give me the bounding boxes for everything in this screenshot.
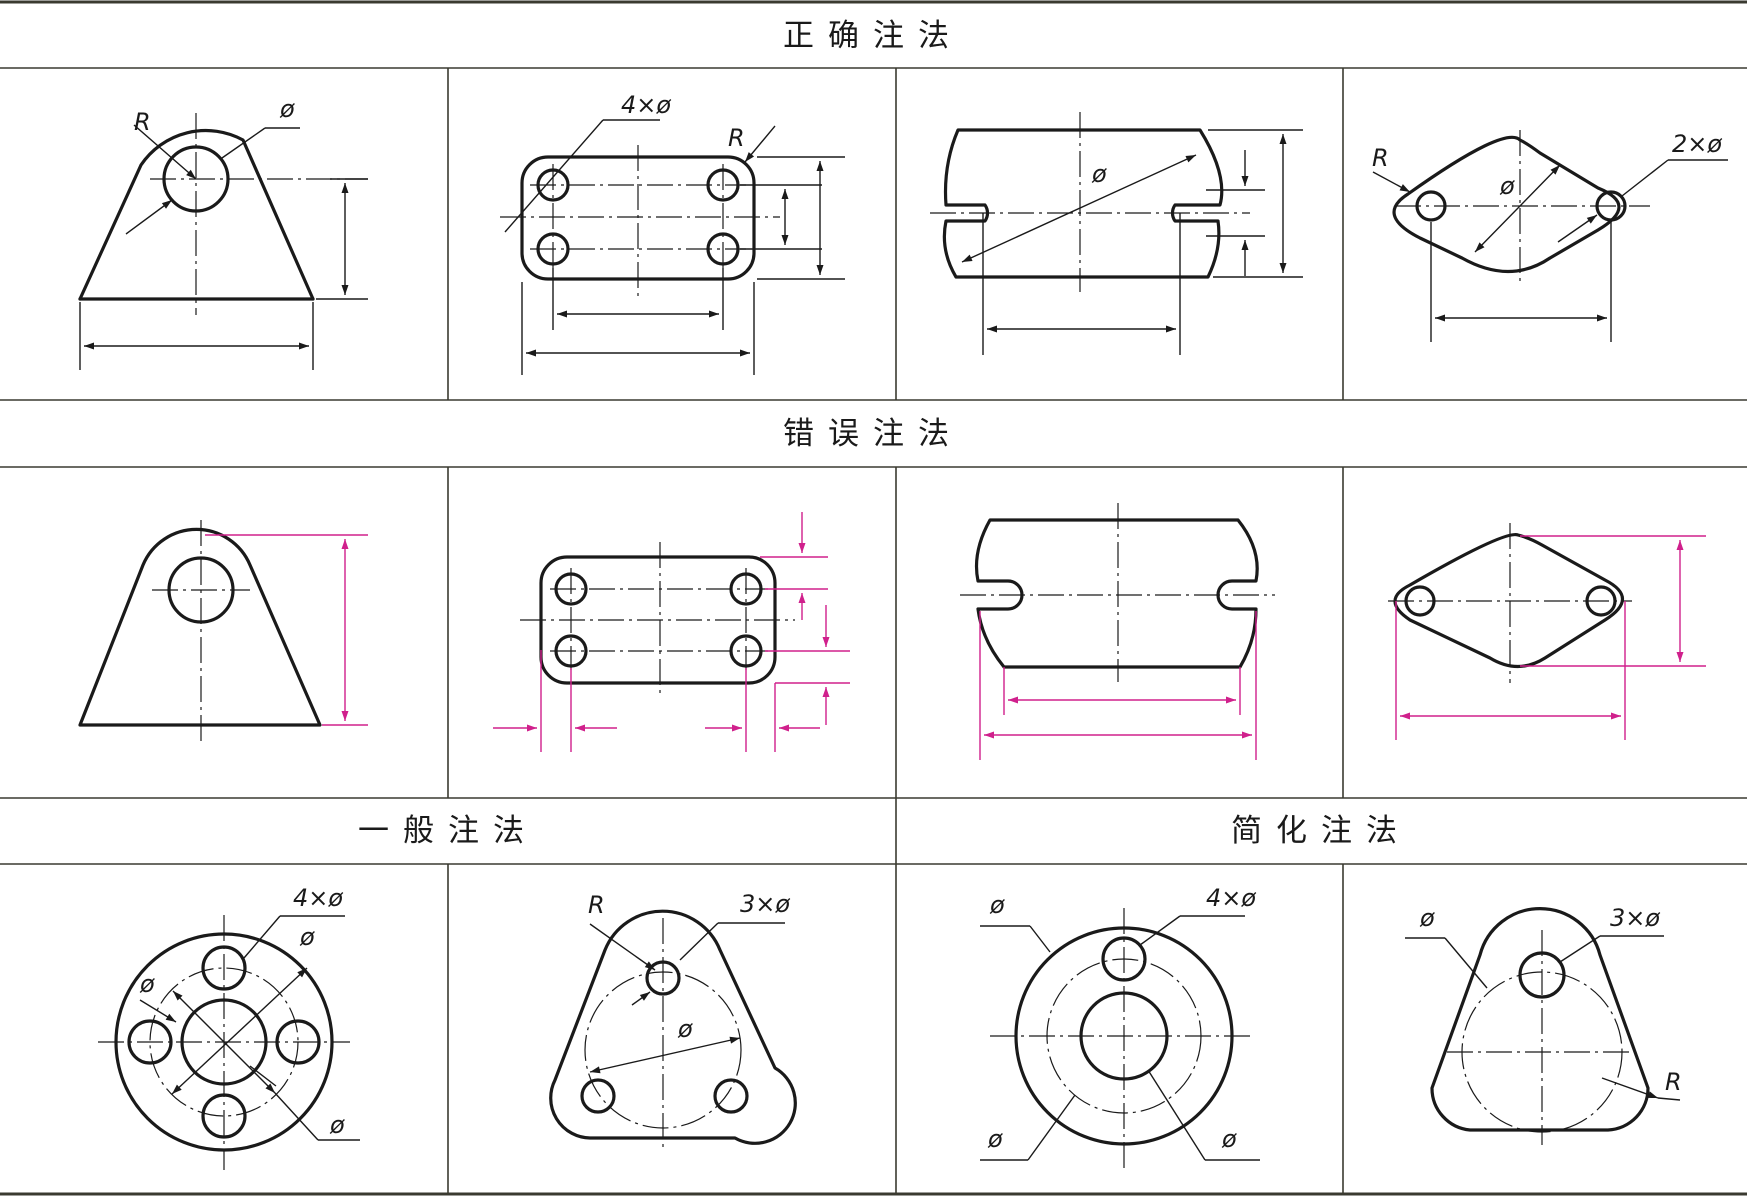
header-simplified: 简化注法 — [1231, 813, 1411, 849]
correct-c1-dia-label: ø — [279, 95, 295, 123]
correct-c2-radius-label: R — [728, 124, 745, 152]
header-general: 一般注法 — [358, 813, 538, 849]
wrong-bracket-drawing — [78, 520, 368, 742]
simplified-round-flange-drawing: ø 4×ø ø ø — [980, 884, 1260, 1170]
general-c2-radius-label: R — [588, 891, 605, 919]
wrong-diamond-flange-drawing — [1388, 523, 1706, 740]
correct-c1-radius-label: R — [134, 108, 151, 136]
simplified-c3-holes-label: 4×ø — [1206, 884, 1256, 912]
simplified-c4-radius-label: R — [1665, 1068, 1682, 1096]
simplified-c4-dia-label: ø — [1419, 904, 1435, 932]
correct-c4-holes-label: 2×ø — [1672, 130, 1722, 158]
simplified-c4-holes-label: 3×ø — [1610, 904, 1660, 932]
correct-c4-radius-label: R — [1372, 144, 1389, 172]
correct-slotted-plate-drawing: ø — [930, 112, 1303, 355]
correct-diamond-flange-drawing: R ø 2×ø — [1372, 130, 1728, 342]
wrong-slotted-plate-drawing — [960, 503, 1275, 760]
general-c1-dia-left-label: ø — [139, 970, 155, 998]
correct-c3-dia-label: ø — [1091, 160, 1107, 188]
wrong-plate-drawing — [493, 512, 850, 752]
correct-c2-holes-label: 4×ø — [621, 91, 671, 119]
general-c1-holes-label: 4×ø — [293, 884, 343, 912]
general-c1-dia-bottom-label: ø — [329, 1111, 345, 1139]
simplified-c3-dia-bl-label: ø — [987, 1125, 1003, 1153]
general-c1-dia-top-label: ø — [299, 923, 315, 951]
correct-c4-dia-label: ø — [1499, 172, 1515, 200]
correct-plate-drawing: 4×ø R — [500, 91, 845, 375]
simplified-c3-dia-top-label: ø — [989, 891, 1005, 919]
header-correct: 正确注法 — [783, 18, 963, 54]
general-c2-holes-label: 3×ø — [740, 890, 790, 918]
simplified-triangle-flange-drawing: ø 3×ø R — [1405, 904, 1682, 1145]
general-triangle-flange-drawing: R 3×ø ø — [549, 890, 797, 1150]
header-wrong: 错误注法 — [783, 416, 963, 452]
simplified-c3-dia-br-label: ø — [1221, 1125, 1237, 1153]
general-round-flange-drawing: 4×ø ø ø ø — [98, 884, 360, 1170]
general-c2-dia-label: ø — [677, 1015, 693, 1043]
correct-bracket-drawing: R ø — [78, 95, 368, 370]
